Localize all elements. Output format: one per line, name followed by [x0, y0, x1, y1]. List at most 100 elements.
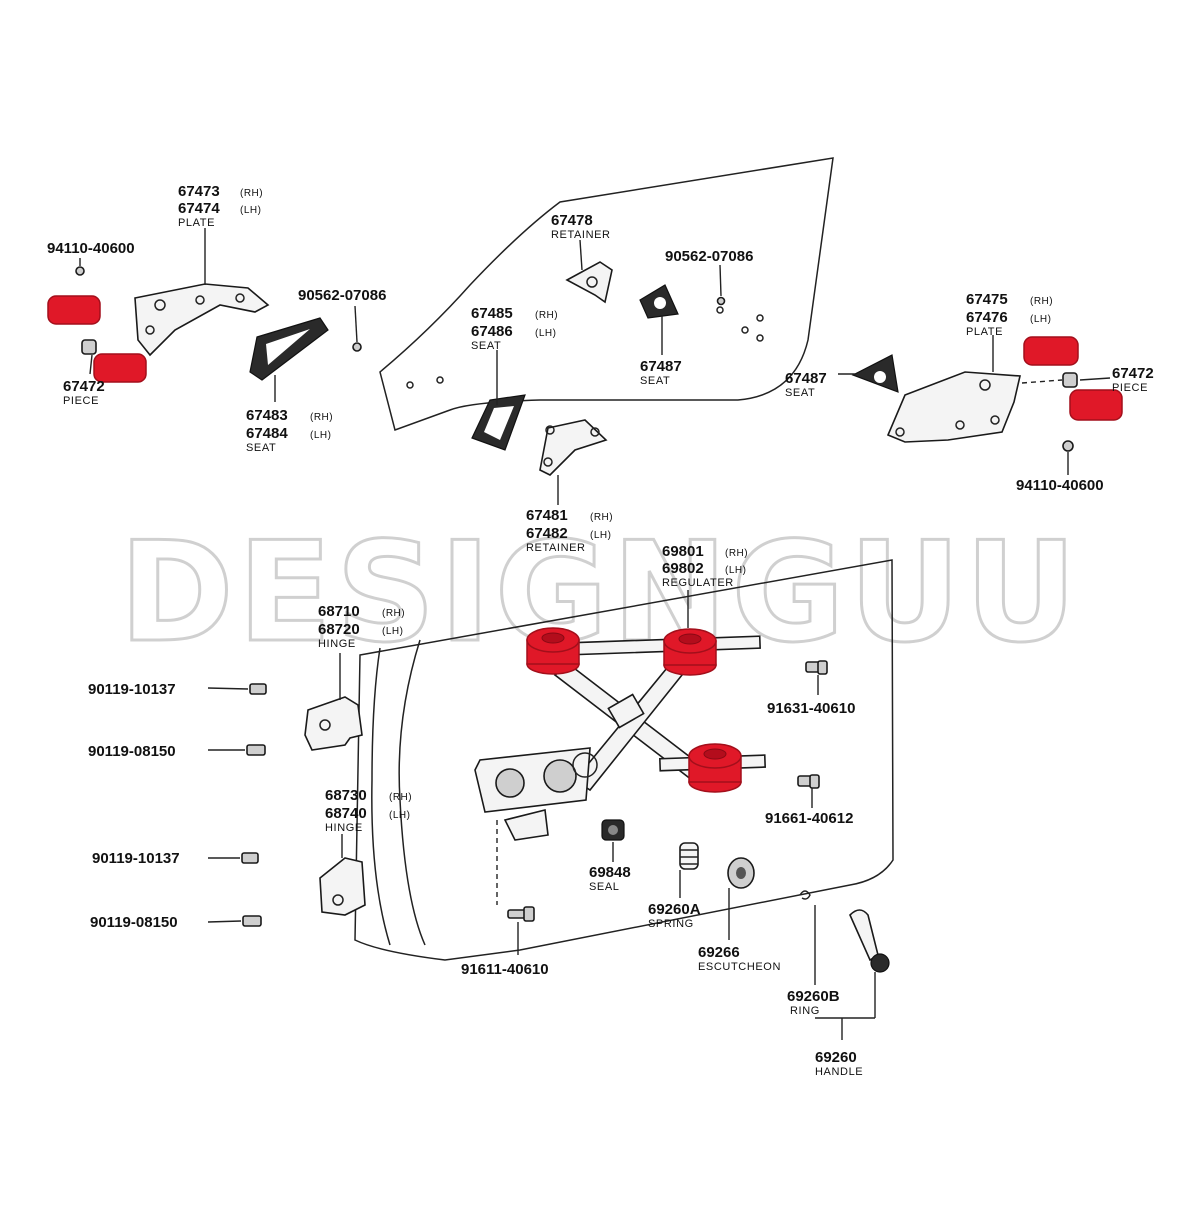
part-name: RETAINER — [526, 542, 586, 554]
part-number: 67483 — [246, 407, 288, 424]
retainer-67478-hole — [586, 276, 598, 288]
callout-69266: 69266 ESCUTCHEON — [698, 944, 781, 973]
side-tag: (LH) — [389, 810, 410, 821]
leader-small-nut-right — [1021, 379, 1063, 384]
callout-90562-right: 90562-07086 — [665, 248, 753, 265]
callout-67472-right: 67472 PIECE — [1112, 365, 1154, 394]
seat-67487-center-hole — [654, 297, 666, 309]
part-number: 67481 — [526, 507, 568, 524]
callout-69260B: 69260B RING — [787, 988, 840, 1017]
hinge-68730 — [319, 857, 366, 916]
door-outer-edge — [371, 647, 391, 946]
side-tag: (LH) — [535, 328, 556, 339]
door-inner-trim — [398, 639, 426, 946]
part-number: 67487 — [640, 358, 682, 375]
part-number: 67474 — [178, 200, 220, 217]
part-number: 91611-40610 — [461, 961, 549, 978]
red-piece-left-bottom — [93, 353, 147, 383]
part-name: SEAT — [246, 442, 276, 454]
part-number: 90119-08150 — [90, 914, 178, 931]
plate-67473 — [134, 283, 270, 357]
part-number: 90562-07086 — [665, 248, 753, 265]
callout-67481: 67481 (RH) 67482 (LH) RETAINER — [526, 507, 613, 554]
callout-68710: 68710 (RH) 68720 (LH) HINGE — [318, 603, 405, 650]
red-bushing-1 — [526, 627, 580, 675]
retainer-67478 — [565, 261, 613, 304]
part-number: 90119-10137 — [88, 681, 176, 698]
part-name: ESCUTCHEON — [698, 961, 781, 973]
side-tag: (LH) — [382, 626, 403, 637]
part-number: 67478 — [551, 212, 593, 229]
callout-90562-left: 90562-07086 — [298, 287, 386, 304]
callout-67472-left: 67472 PIECE — [63, 378, 105, 407]
callout-69801: 69801 (RH) 69802 (LH) REGULATER — [662, 543, 748, 589]
part-number: 67476 — [966, 309, 1008, 326]
part-number: 67482 — [526, 525, 568, 542]
part-number: 91661-40612 — [765, 810, 853, 827]
part-number: 67487 — [785, 370, 827, 387]
part-number: 90119-10137 — [92, 850, 180, 867]
side-tag: (RH) — [535, 310, 558, 321]
part-number: 69801 — [662, 543, 704, 560]
nut-94110-right — [1062, 440, 1074, 452]
bolt-91631-40610 — [805, 660, 828, 675]
bolt-90119-10137-b — [241, 852, 259, 864]
hinge-68710 — [304, 696, 363, 751]
part-number: 68730 — [325, 787, 367, 804]
red-piece-left-top — [47, 295, 101, 325]
ring-69260B — [799, 890, 811, 900]
part-number: 68740 — [325, 805, 367, 822]
part-number: 69260A — [648, 901, 701, 918]
part-name: SPRING — [648, 918, 694, 930]
callout-68730: 68730 (RH) 68740 (LH) HINGE — [325, 787, 412, 834]
part-number: 67472 — [1112, 365, 1154, 382]
part-name: SEAT — [785, 387, 815, 399]
plate-67475-holes — [895, 379, 1000, 437]
part-number: 90119-08150 — [88, 743, 176, 760]
part-name: PLATE — [966, 326, 1003, 338]
part-number: 67475 — [966, 291, 1008, 308]
seat-67483 — [249, 317, 329, 381]
part-name: SEAT — [640, 375, 670, 387]
side-tag: (RH) — [590, 512, 613, 523]
part-number: 67473 — [178, 183, 220, 200]
part-name: RING — [790, 1005, 820, 1017]
small-nut-left — [81, 339, 97, 355]
red-bushing-3 — [688, 743, 742, 793]
part-name: PIECE — [63, 395, 99, 407]
part-number: 67486 — [471, 323, 513, 340]
handle-69260 — [849, 909, 890, 973]
door-inner-panel — [354, 559, 894, 961]
seal-69848 — [601, 819, 625, 841]
callout-90119-10137-a: 90119-10137 — [88, 681, 176, 698]
callout-91661: 91661-40612 — [765, 810, 853, 827]
part-number: 91631-40610 — [767, 700, 855, 717]
bolt-91661-40612 — [797, 774, 820, 789]
callout-69848: 69848 SEAL — [589, 864, 631, 893]
bolt-90119-08150-a — [246, 744, 266, 756]
glass-holes — [406, 306, 764, 389]
part-name: SEAL — [589, 881, 620, 893]
side-tag: (RH) — [310, 412, 333, 423]
callout-67475: 67475 (RH) 67476 (LH) PLATE — [966, 291, 1053, 338]
part-number: 68720 — [318, 621, 360, 638]
part-number: 69260B — [787, 988, 840, 1005]
red-piece-right-top — [1023, 336, 1079, 366]
callout-69260A: 69260A SPRING — [648, 901, 701, 930]
callout-91611: 91611-40610 — [461, 961, 549, 978]
side-tag: (LH) — [240, 205, 261, 216]
part-number: 69802 — [662, 560, 704, 577]
hinge-68710-hole — [319, 719, 331, 731]
callout-90119-08150-b: 90119-08150 — [90, 914, 178, 931]
callout-67478: 67478 RETAINER — [551, 212, 610, 241]
bolt-91611-40610 — [507, 906, 535, 922]
side-tag: (LH) — [590, 530, 611, 541]
side-tag: (RH) — [725, 548, 748, 559]
callout-67473: 67473 (RH) 67474 (LH) PLATE — [178, 183, 263, 229]
part-name: HINGE — [318, 638, 356, 650]
spring-69260A — [679, 842, 699, 870]
seat-67485-opening — [484, 406, 514, 440]
nut-90562-right — [716, 296, 726, 306]
callout-67485: 67485 (RH) 67486 (LH) SEAT — [471, 305, 558, 352]
